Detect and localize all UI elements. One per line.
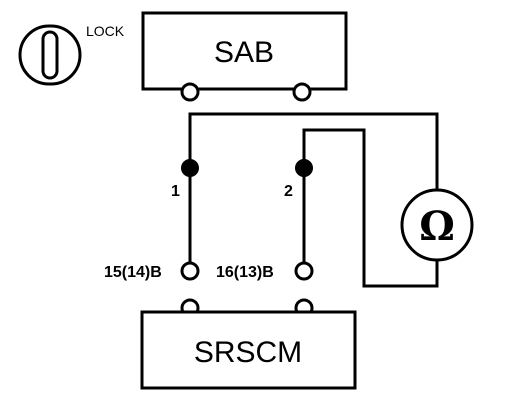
ohmmeter-circle [400,188,474,262]
wires [188,112,439,288]
sab-box [141,11,348,91]
sab-label: SAB [214,36,274,69]
probe2-tip [295,159,313,177]
srscm-box [140,310,357,390]
wire-probe1-to-meter [188,112,439,190]
terminal-right-contact [294,261,314,281]
pin2-label: 2 [284,183,293,200]
wire-probe2-to-meter [302,128,439,288]
lock-label: LOCK [86,23,125,39]
pin1-label: 1 [171,183,180,200]
srscm-label: SRSCM [194,336,302,369]
terminal-left-label: 15(14)B [104,264,162,281]
probe1-tip [181,159,199,177]
sab-connector-right [292,82,312,102]
ohm-icon: Ω [419,203,455,250]
sab-connector-left [180,82,200,102]
ohmmeter: Ω [400,188,474,262]
terminal-right-label: 16(13)B [216,264,274,281]
terminal-left-contact [180,261,200,281]
ignition-key-icon [18,24,82,86]
